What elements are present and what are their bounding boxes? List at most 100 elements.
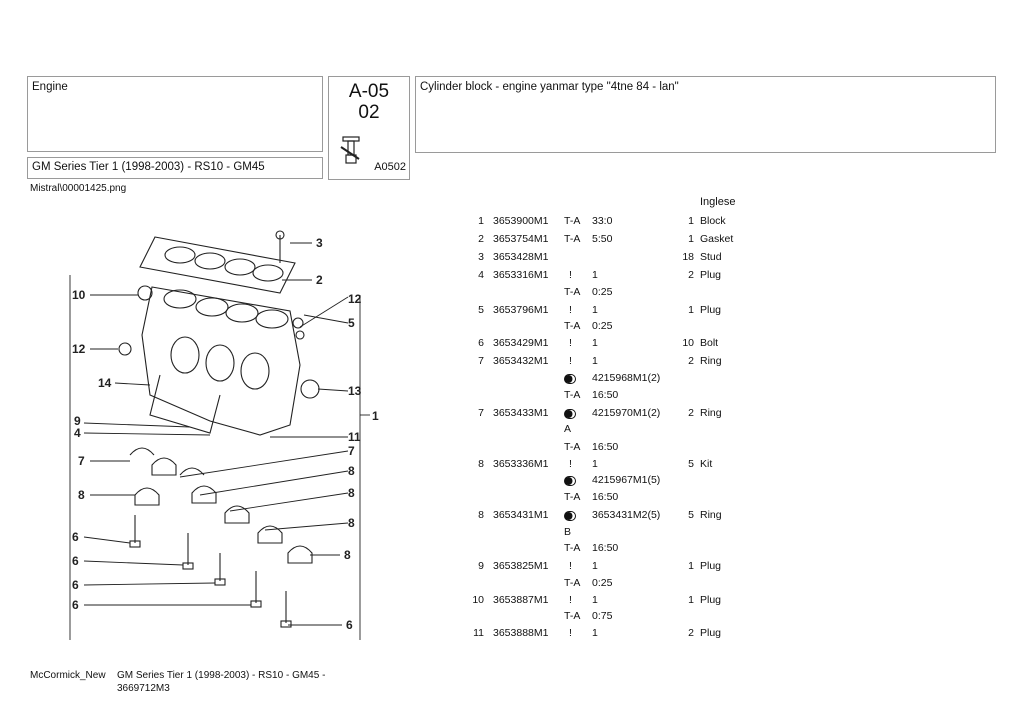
ta-value: 0:75 xyxy=(592,610,613,622)
part-number: 3653316M1 xyxy=(493,269,549,281)
ta-value: 4215968M1(2) xyxy=(592,372,661,384)
parts-row: A xyxy=(0,423,1024,439)
callout-3: 3 xyxy=(316,236,323,250)
callout-8: 8 xyxy=(78,488,85,502)
quantity: 2 xyxy=(688,407,694,419)
callout-14: 14 xyxy=(98,376,112,390)
callout-2: 2 xyxy=(316,273,323,287)
callout-8: 8 xyxy=(348,516,355,530)
ta-value: 16:50 xyxy=(592,441,619,453)
description: Kit xyxy=(700,458,713,470)
ta-label: T-A xyxy=(564,389,581,401)
quantity: 18 xyxy=(682,251,694,263)
footer-brand: McCormick_New xyxy=(30,670,106,681)
group-code-box: A-05 02 A0502 xyxy=(328,76,410,180)
description: Ring xyxy=(700,509,722,521)
ta-value: 16:50 xyxy=(592,389,619,401)
description: Bolt xyxy=(700,337,719,349)
ta-value: 0:25 xyxy=(592,577,613,589)
exclamation-mark: ! xyxy=(569,458,572,470)
callout-7: 7 xyxy=(348,444,355,458)
part-number: 3653888M1 xyxy=(493,627,549,639)
callout-8: 8 xyxy=(348,464,355,478)
quantity: 10 xyxy=(682,337,694,349)
parts-row: T-A 0:75 xyxy=(0,610,1024,626)
exclamation-mark: ! xyxy=(569,560,572,572)
exclamation-mark: ! xyxy=(569,355,572,367)
page-title: Cylinder block - engine yanmar type "4tn… xyxy=(420,81,679,93)
quantity: 2 xyxy=(688,627,694,639)
ta-label: T-A xyxy=(564,441,581,453)
ta-value: 16:50 xyxy=(592,491,619,503)
part-number: 3653825M1 xyxy=(493,560,549,572)
exclamation-mark: ! xyxy=(569,337,572,349)
parts-row: 3 3653428M1 18 Stud xyxy=(0,251,1024,267)
part-number: 3653433M1 xyxy=(493,407,549,419)
callout-12: 12 xyxy=(72,342,86,356)
toggle-icon xyxy=(564,374,576,384)
ta-value: 16:50 xyxy=(592,542,619,554)
page-title-box: Cylinder block - engine yanmar type "4tn… xyxy=(415,76,996,153)
item-number: 6 xyxy=(478,337,484,349)
ta-value: 0:25 xyxy=(592,320,613,332)
ta-value: 0:25 xyxy=(592,286,613,298)
image-file-path: Mistral\00001425.png xyxy=(30,183,127,194)
item-number: 3 xyxy=(478,251,484,263)
item-number: 2 xyxy=(478,233,484,245)
group-code: A-05 xyxy=(348,81,390,102)
quantity: 1 xyxy=(688,215,694,227)
description: Plug xyxy=(700,304,722,316)
series-box: GM Series Tier 1 (1998-2003) - RS10 - GM… xyxy=(27,157,323,179)
callout-4: 4 xyxy=(74,426,81,440)
exclamation-mark: ! xyxy=(569,594,572,606)
ta-value: 33:0 xyxy=(592,215,613,227)
quantity: 5 xyxy=(688,509,694,521)
ta-label: B xyxy=(564,526,572,538)
ta-label: T-A xyxy=(564,320,581,332)
language-header: Inglese xyxy=(700,196,736,208)
ta-value: 4215967M1(5) xyxy=(592,474,661,486)
callout-8: 8 xyxy=(348,486,355,500)
ta-value: 4215970M1(2) xyxy=(592,407,661,419)
callout-9: 9 xyxy=(74,414,81,428)
parts-row: B xyxy=(0,526,1024,542)
item-number: 8 xyxy=(478,509,484,521)
ta-value: 5:50 xyxy=(592,233,613,245)
ta-value: 1 xyxy=(592,560,598,572)
description: Gasket xyxy=(700,233,734,245)
quantity: 1 xyxy=(688,233,694,245)
exploded-parts-diagram: 3 2 12 5 13 1 11 7 8 8 8 8 6 10 12 14 9 … xyxy=(69,230,379,640)
parts-row: 4215968M1(2) xyxy=(0,372,1024,388)
series-title: GM Series Tier 1 (1998-2003) - RS10 - GM… xyxy=(32,161,265,173)
ta-value: 1 xyxy=(592,627,598,639)
item-number: 8 xyxy=(478,458,484,470)
toggle-icon xyxy=(564,409,576,419)
quantity: 2 xyxy=(688,269,694,281)
part-number: 3653336M1 xyxy=(493,458,549,470)
part-number: 3653432M1 xyxy=(493,355,549,367)
description: Stud xyxy=(700,251,722,263)
ta-value: 1 xyxy=(592,269,598,281)
callout-6: 6 xyxy=(72,554,79,568)
part-number: 3653428M1 xyxy=(493,251,549,263)
exclamation-mark: ! xyxy=(569,269,572,281)
group-ref: A0502 xyxy=(374,161,406,173)
item-number: 10 xyxy=(472,594,484,606)
item-number: 1 xyxy=(478,215,484,227)
callout-12: 12 xyxy=(348,292,362,306)
ta-label: T-A xyxy=(564,610,581,622)
ta-label: T-A xyxy=(564,215,581,227)
exclamation-mark: ! xyxy=(569,304,572,316)
